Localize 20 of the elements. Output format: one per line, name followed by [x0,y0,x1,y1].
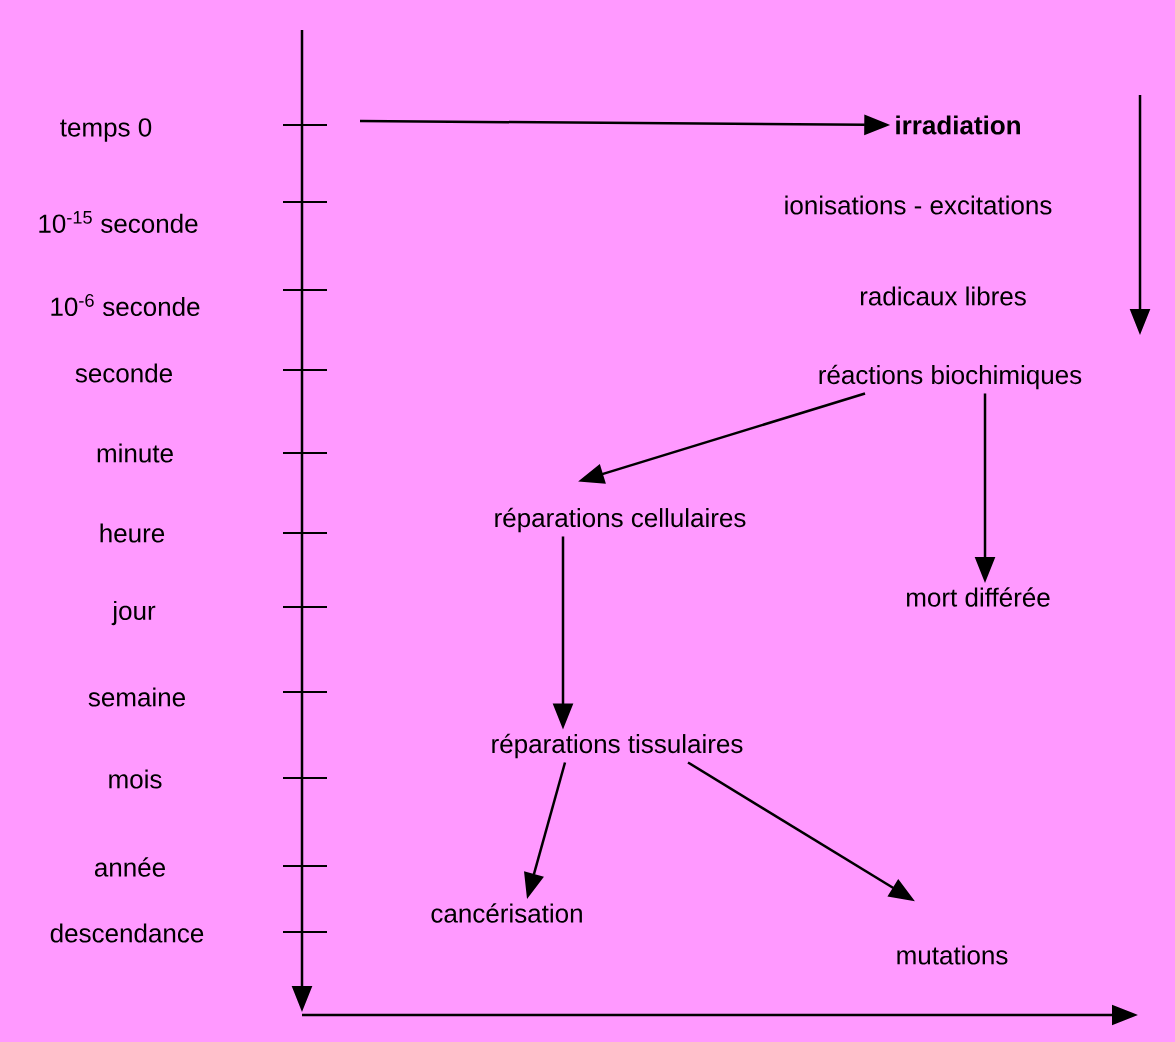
time-label: mois [109,769,162,789]
stage-label: mort différée [907,587,1050,607]
time-label: jour [111,600,156,626]
stage-label: irradiation [896,115,1020,135]
stage-label: réparations tissulaires [492,733,743,759]
stage-label: cancérisation [431,903,582,923]
stage-label: réparations cellulaires [495,507,746,533]
stage-label: ionisations - excitations [785,195,1052,215]
time-label: 10$^{-6}$ seconde [51,294,200,316]
time-label: descendance [50,923,204,943]
time-label: seconde [75,363,172,383]
time-label: année [94,857,165,877]
time-label: semaine [88,687,185,707]
stage-label: radicaux libres [860,286,1026,306]
stage-label: réactions biochimiques [819,364,1082,390]
time-label: heure [100,523,165,543]
stage-label: mutations [897,945,1008,965]
time-label: minute [97,443,173,463]
time-label: temps 0 [60,118,152,142]
time-label: 10$^{-15}$ seconde [39,211,198,233]
